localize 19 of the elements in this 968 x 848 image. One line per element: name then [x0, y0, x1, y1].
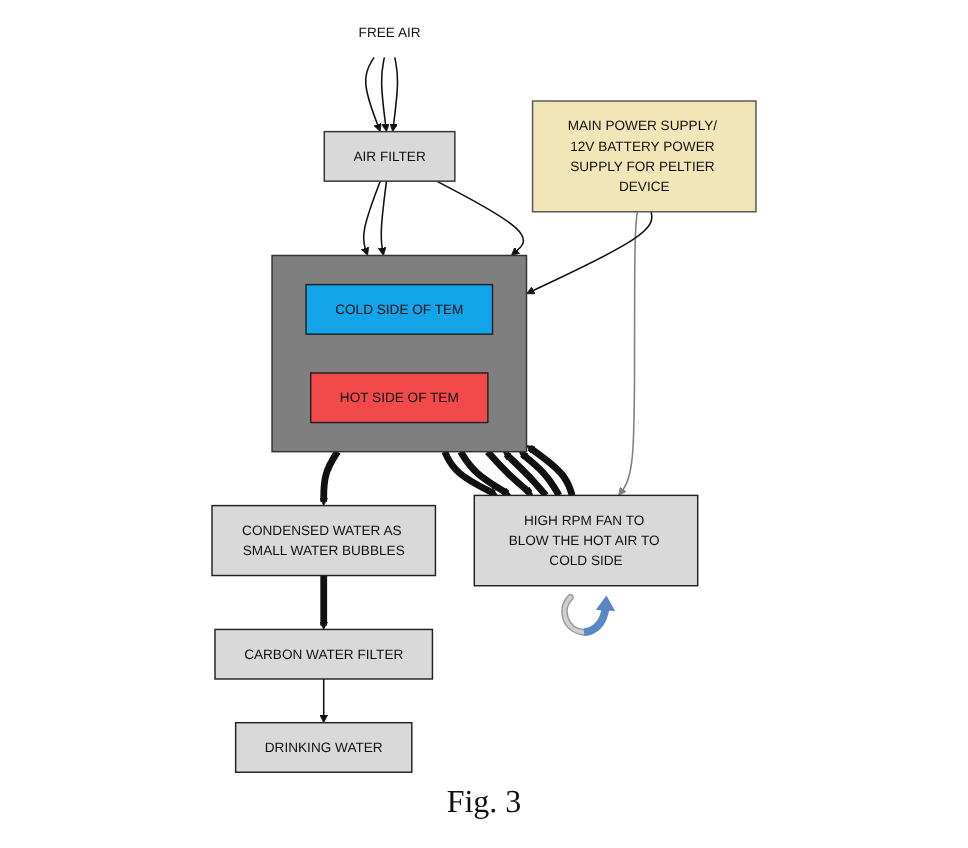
arrow — [435, 180, 525, 256]
arrow — [526, 211, 653, 295]
arrow — [618, 211, 639, 496]
arrow — [361, 180, 381, 256]
arrow — [485, 449, 534, 496]
arrow — [380, 56, 390, 132]
arrow — [319, 575, 328, 630]
arrow — [441, 450, 498, 497]
arrow — [503, 451, 549, 498]
arrow — [319, 449, 341, 506]
arrow — [457, 449, 512, 497]
arrow — [319, 678, 328, 724]
arrow — [377, 180, 388, 256]
arrow — [518, 451, 562, 498]
arrow — [526, 444, 576, 497]
figure-caption: Fig. 3 — [446, 786, 522, 822]
arrow — [364, 56, 382, 132]
arrow — [389, 56, 399, 132]
cluster — [271, 254, 528, 453]
